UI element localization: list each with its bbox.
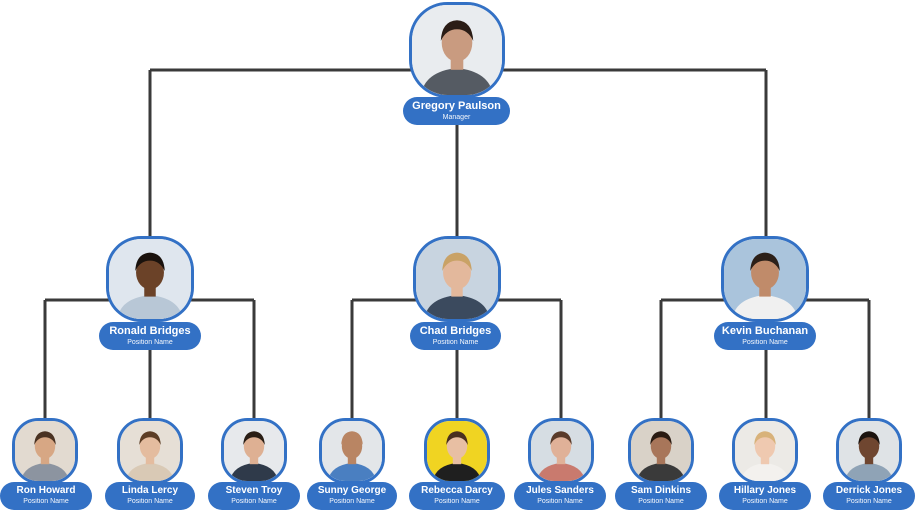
person-role: Position Name [329,498,375,505]
steven-photo-icon [221,418,287,484]
person-name: Sam Dinkins [630,485,692,496]
person-role: Position Name [127,339,173,346]
derrick-photo-icon [836,418,902,484]
sam-photo-icon [628,418,694,484]
rebecca-photo-icon [424,418,490,484]
person-name: Jules Sanders [526,485,594,496]
linda-photo-icon [117,418,183,484]
person-name: Rebecca Darcy [421,485,493,496]
person-name: Kevin Buchanan [721,325,809,337]
person-role: Position Name [537,498,583,505]
person-role: Position Name [742,498,788,505]
person-role: Position Name [231,498,277,505]
person-role: Position Name [432,339,479,346]
ronald-photo-icon [106,236,194,322]
person-role: Position Name [846,498,892,505]
kevin-photo-icon [721,236,809,322]
sunny-photo-icon [319,418,385,484]
jules-photo-icon [528,418,594,484]
chad-photo-icon [413,236,501,322]
hillary-photo-icon [732,418,798,484]
person-role: Position Name [434,498,480,505]
person-name: Sunny George [317,485,387,496]
ron-photo-icon [12,418,78,484]
person-role: Position Name [23,498,69,505]
person-role: Position Name [127,498,173,505]
person-name: Linda Lercy [121,485,179,496]
person-role: Manager [442,114,471,121]
person-role: Position Name [638,498,684,505]
manager-photo-icon [409,2,505,98]
person-name: Derrick Jones [835,485,903,496]
person-name: Chad Bridges [419,325,492,337]
person-role: Position Name [742,339,788,346]
person-name: Ronald Bridges [109,325,191,337]
person-name: Gregory Paulson [412,100,501,112]
person-name: Ron Howard [16,485,76,496]
person-name: Steven Troy [225,485,283,496]
person-name: Hillary Jones [733,485,797,496]
